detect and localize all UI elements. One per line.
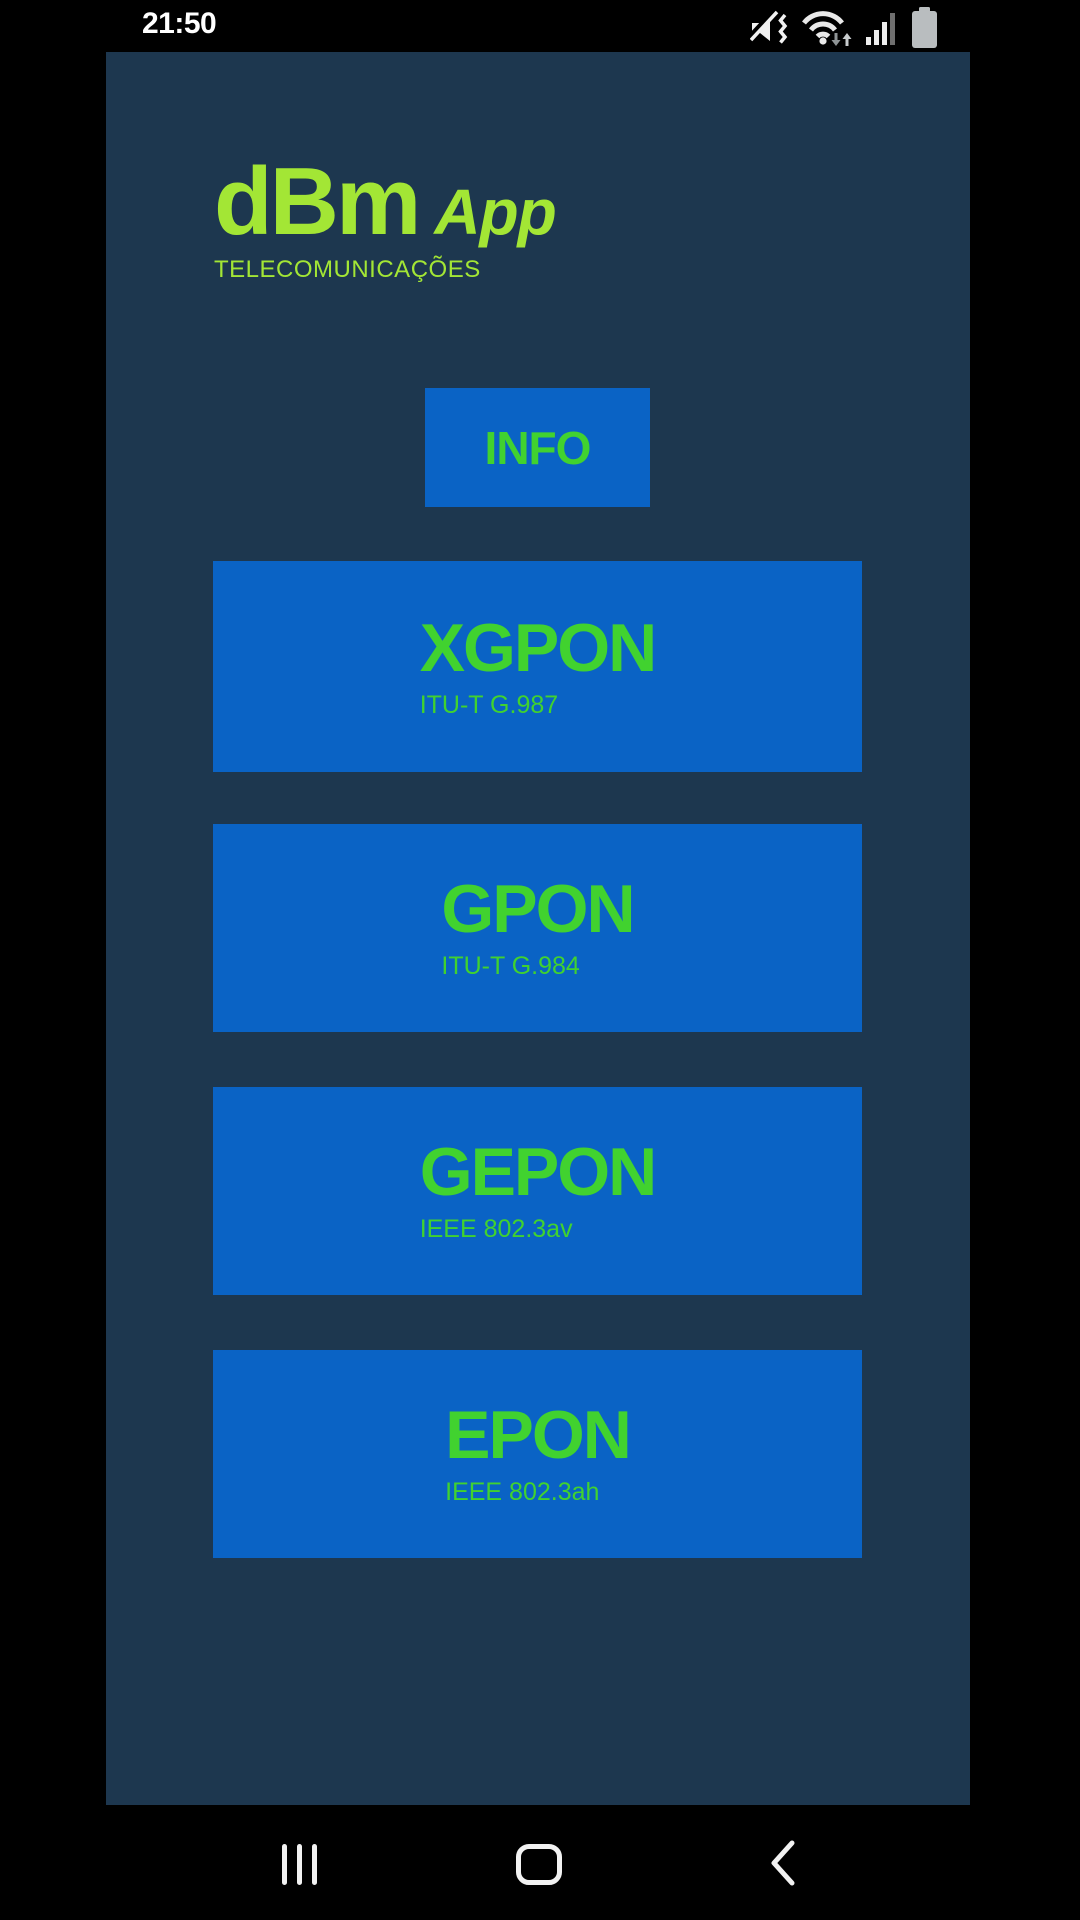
brand-title: dBm	[214, 148, 421, 255]
recents-icon	[281, 1843, 317, 1885]
xgpon-button-title: XGPON	[419, 609, 658, 686]
status-time: 21:50	[142, 7, 217, 40]
android-nav-bar	[0, 1805, 1080, 1920]
epon-button-content: EPON IEEE 802.3ah	[445, 1397, 632, 1507]
home-icon	[516, 1843, 562, 1885]
epon-button-title: EPON	[445, 1397, 632, 1473]
status-icons	[750, 7, 938, 49]
info-button-label: INFO	[484, 421, 592, 474]
epon-button-subtitle: IEEE 802.3ah	[445, 1478, 600, 1506]
info-button[interactable]: INFO	[425, 388, 650, 507]
gpon-button-title: GPON	[441, 871, 635, 947]
home-button[interactable]	[508, 1833, 570, 1895]
back-icon	[769, 1840, 797, 1889]
mute-vibrate-icon	[750, 10, 790, 46]
signal-strength-icon	[866, 11, 900, 45]
status-bar: 21:50	[0, 0, 1080, 52]
gepon-button-subtitle: IEEE 802.3av	[419, 1215, 573, 1243]
brand-title-suffix: App	[434, 176, 556, 248]
gpon-button-subtitle: ITU-T G.984	[441, 952, 580, 980]
xgpon-button-content: XGPON ITU-T G.987	[419, 609, 658, 720]
xgpon-button-subtitle: ITU-T G.987	[419, 690, 559, 719]
gepon-button-content: GEPON IEEE 802.3av	[419, 1134, 658, 1244]
wifi-icon	[801, 9, 855, 47]
xgpon-button[interactable]: XGPON ITU-T G.987	[213, 561, 862, 772]
recents-button[interactable]	[268, 1833, 330, 1895]
gepon-button-title: GEPON	[419, 1134, 658, 1210]
gpon-button[interactable]: GPON ITU-T G.984	[213, 824, 862, 1032]
gpon-button-content: GPON ITU-T G.984	[441, 871, 635, 981]
brand-tagline: TELECOMUNICAÇÕES	[214, 256, 481, 283]
epon-button[interactable]: EPON IEEE 802.3ah	[213, 1350, 862, 1558]
back-button[interactable]	[752, 1833, 814, 1895]
gepon-button[interactable]: GEPON IEEE 802.3av	[213, 1087, 862, 1295]
battery-icon	[911, 7, 938, 49]
